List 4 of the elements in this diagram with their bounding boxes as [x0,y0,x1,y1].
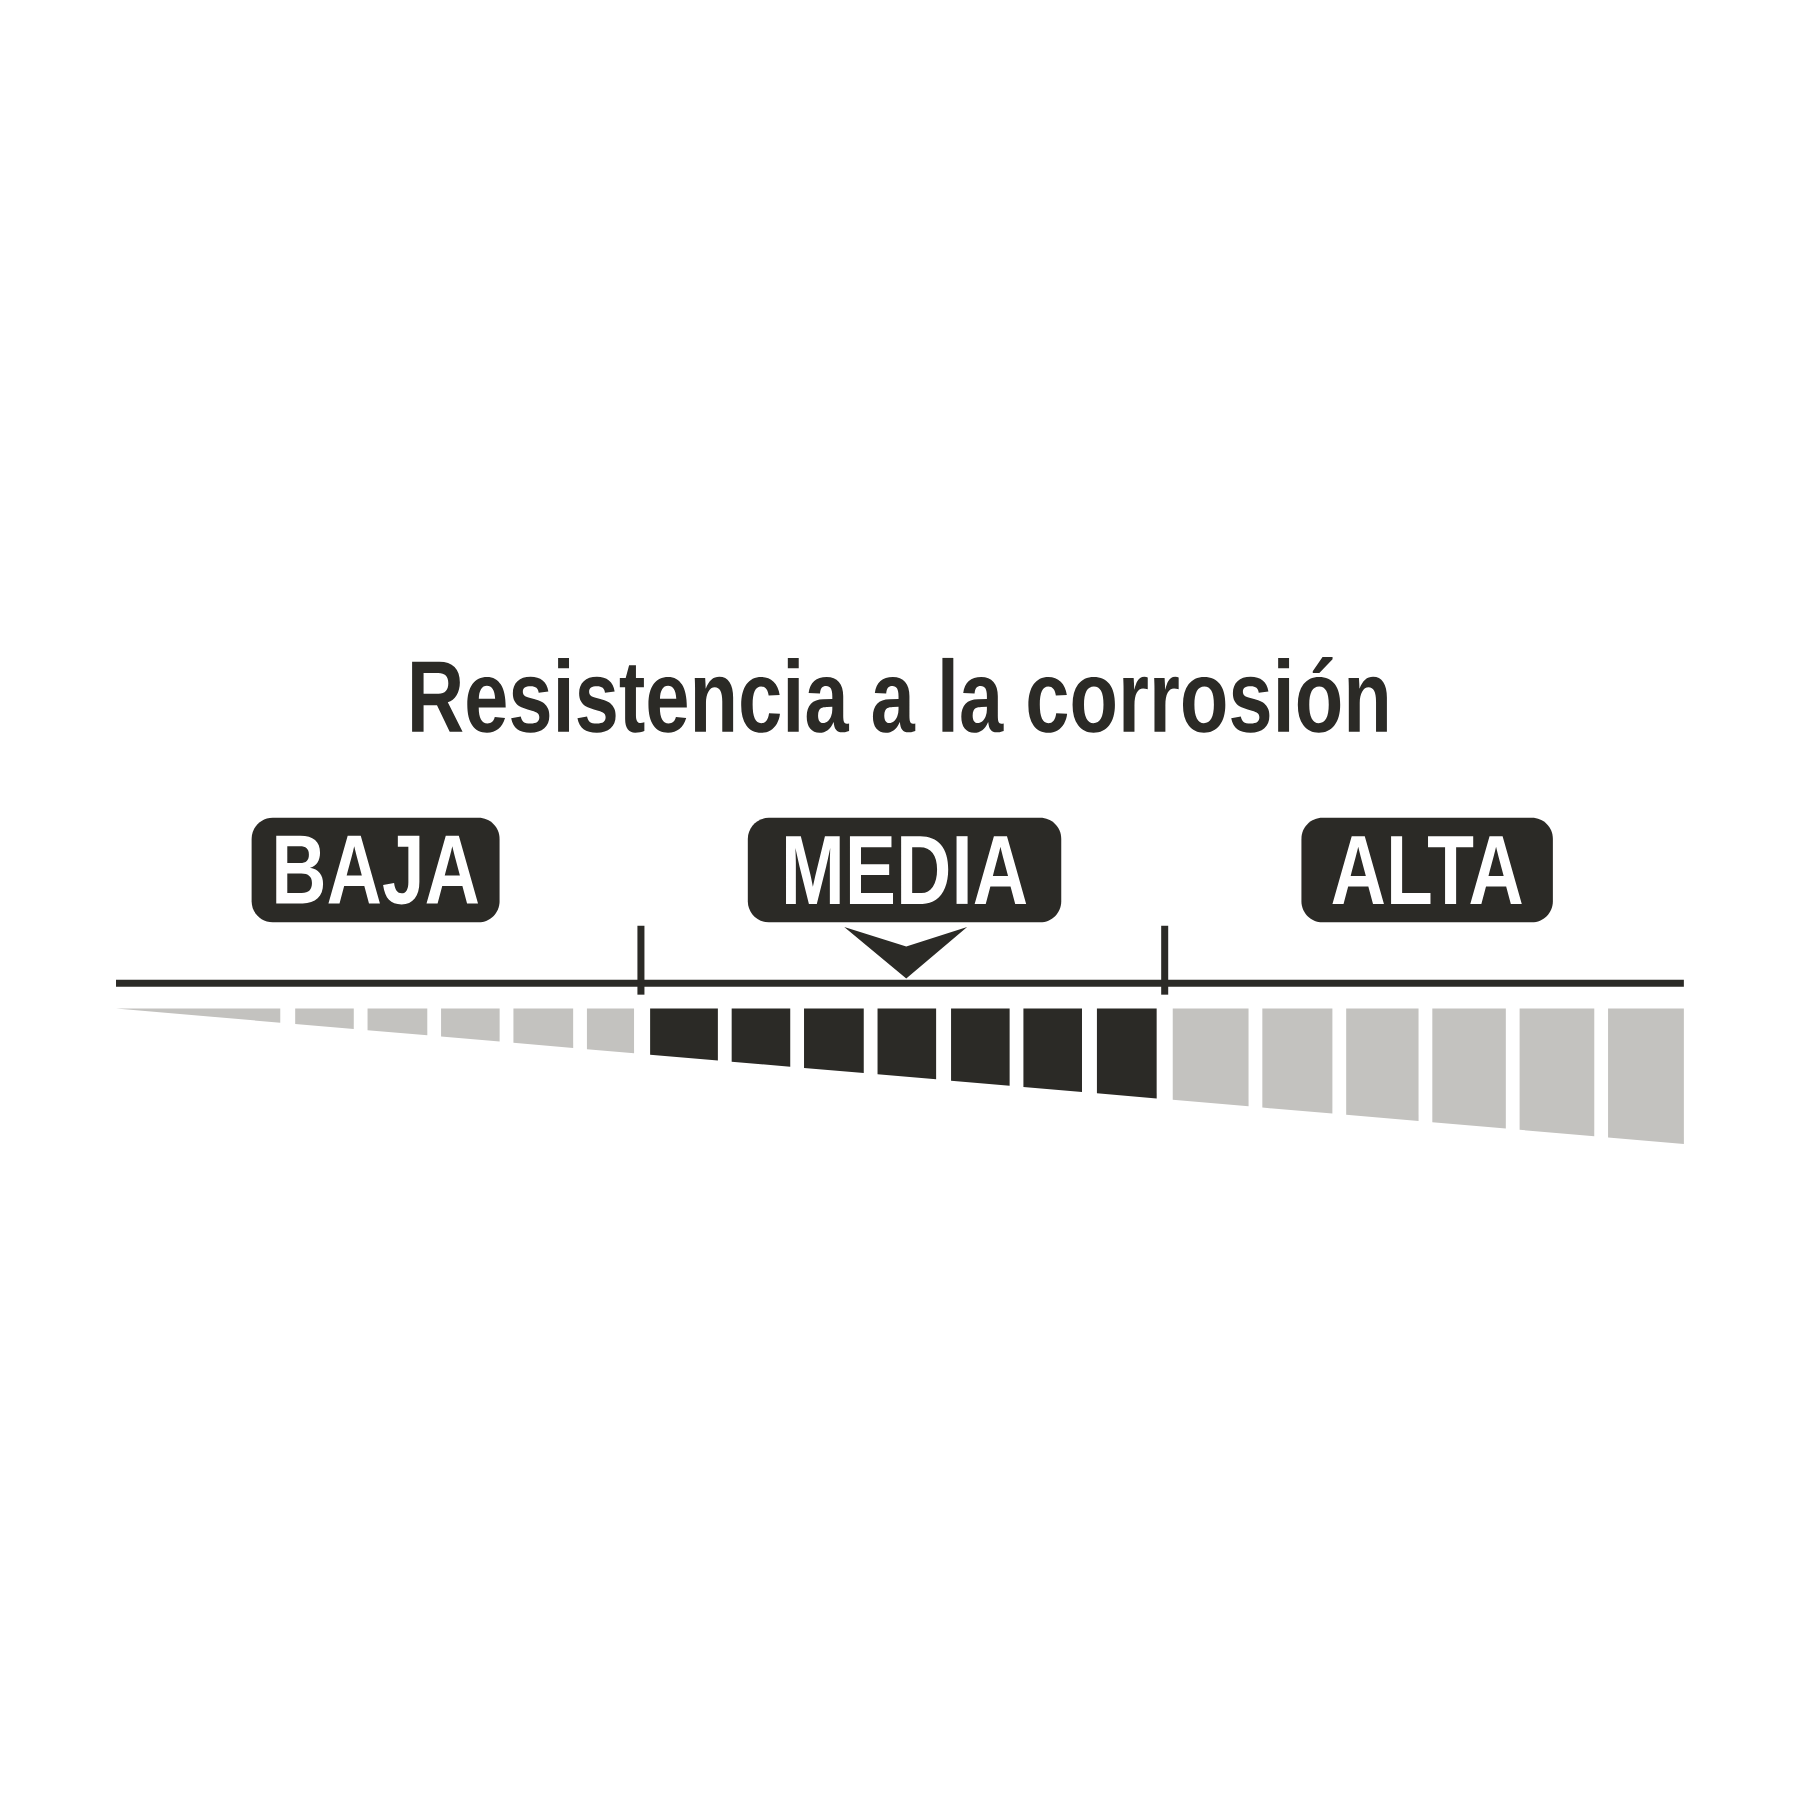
title: Resistencia a la corrosión [412,657,1387,733]
level-label-box: BAJA [251,817,500,923]
level-label-box: ALTA [1301,817,1553,923]
level-label-box: MEDIA [747,817,1062,923]
